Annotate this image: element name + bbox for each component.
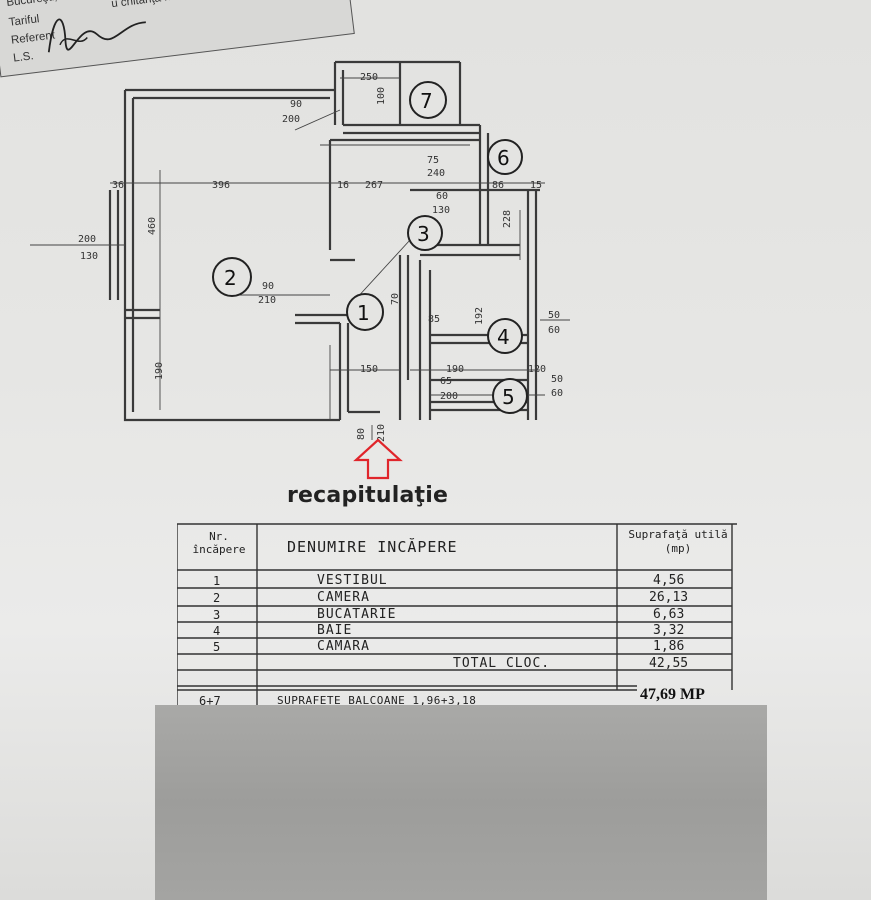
row-5-name: CAMARA bbox=[317, 639, 370, 654]
dim-label: 60 bbox=[548, 325, 560, 336]
dim-label: 15 bbox=[530, 180, 542, 191]
floor-plan: 7 6 3 2 1 4 5 250 100 90 200 36 396 16 2… bbox=[30, 60, 570, 480]
dim-label: 190 bbox=[154, 362, 165, 380]
dim-label: 200 bbox=[440, 391, 458, 402]
dim-label: 80 bbox=[356, 428, 367, 440]
dim-label: 210 bbox=[376, 424, 387, 442]
balcony-label: SUPRAFETE BALCOANE 1,96+3,18 bbox=[277, 694, 477, 707]
dim-label: 120 bbox=[528, 364, 546, 375]
dim-label: 250 bbox=[360, 72, 378, 83]
row-1-name: VESTIBUL bbox=[317, 573, 388, 588]
header-room-number: Nr. încăpere bbox=[192, 530, 246, 556]
area-table-content: Nr. încăpere DENUMIRE INCĂPERE Suprafaţă… bbox=[177, 518, 737, 718]
dim-label: 86 bbox=[492, 180, 504, 191]
room-number-5: 5 bbox=[502, 385, 515, 409]
entrance-arrow-icon bbox=[353, 438, 403, 480]
room-number-2: 2 bbox=[224, 266, 237, 290]
dim-label: 210 bbox=[258, 295, 276, 306]
dim-label: 267 bbox=[365, 180, 383, 191]
room-number-3: 3 bbox=[417, 222, 430, 246]
dim-label: 70 bbox=[390, 293, 401, 305]
dim-label: 16 bbox=[337, 180, 349, 191]
row-2-area: 26,13 bbox=[649, 590, 689, 605]
dim-label: 60 bbox=[436, 191, 448, 202]
room-number-7: 7 bbox=[420, 89, 433, 113]
area-table bbox=[177, 523, 737, 714]
dim-label: 60 bbox=[551, 388, 563, 399]
header-room-name: DENUMIRE INCĂPERE bbox=[287, 538, 458, 556]
balcony-number: 6+7 bbox=[199, 694, 221, 708]
dim-label: 200 bbox=[78, 234, 96, 245]
dim-label: 192 bbox=[474, 307, 485, 325]
dim-label: 240 bbox=[427, 168, 445, 179]
signature-icon bbox=[47, 18, 146, 53]
room-number-6: 6 bbox=[497, 146, 510, 170]
dim-label: 396 bbox=[212, 180, 230, 191]
dim-label: 150 bbox=[360, 364, 378, 375]
room-number-1: 1 bbox=[357, 301, 370, 325]
official-stamp: Bucureşti, elibe u chitanţa nr. Tariful … bbox=[0, 0, 355, 78]
dim-label: 75 bbox=[427, 155, 439, 166]
dim-label: 460 bbox=[147, 217, 158, 235]
row-3-area: 6,63 bbox=[653, 607, 685, 622]
dim-label: 50 bbox=[548, 310, 560, 321]
dim-label: 50 bbox=[551, 374, 563, 385]
row-1-area: 4,56 bbox=[653, 573, 685, 588]
room-number-4: 4 bbox=[497, 325, 510, 349]
recap-title: recapitulaţie bbox=[287, 483, 449, 508]
row-2-number: 2 bbox=[213, 591, 221, 605]
dim-label: 36 bbox=[112, 180, 124, 191]
header-usable-area: Suprafaţă utilă (mp) bbox=[628, 528, 728, 555]
total-value: 42,55 bbox=[649, 656, 689, 671]
row-5-number: 5 bbox=[213, 640, 221, 654]
dim-label: 228 bbox=[502, 210, 513, 228]
row-5-area: 1,86 bbox=[653, 639, 685, 654]
row-4-number: 4 bbox=[213, 624, 221, 638]
row-2-name: CAMERA bbox=[317, 590, 370, 605]
row-3-number: 3 bbox=[213, 608, 221, 622]
redacted-area bbox=[155, 705, 767, 900]
dim-label: 200 bbox=[282, 114, 300, 125]
row-4-name: BAIE bbox=[317, 623, 353, 638]
dim-label: 85 bbox=[428, 314, 440, 325]
row-3-name: BUCATARIE bbox=[317, 607, 397, 622]
dim-label: 130 bbox=[80, 251, 98, 262]
dim-label: 65 bbox=[440, 376, 452, 387]
dim-label: 130 bbox=[432, 205, 450, 216]
grand-total-area: 47,69 MP bbox=[640, 686, 705, 703]
row-4-area: 3,32 bbox=[653, 623, 685, 638]
row-1-number: 1 bbox=[213, 574, 221, 588]
dim-label: 90 bbox=[290, 99, 302, 110]
total-label: TOTAL CLOC. bbox=[453, 656, 551, 671]
dim-label: 190 bbox=[446, 364, 464, 375]
dim-label: 90 bbox=[262, 281, 274, 292]
dim-label: 100 bbox=[376, 87, 387, 105]
